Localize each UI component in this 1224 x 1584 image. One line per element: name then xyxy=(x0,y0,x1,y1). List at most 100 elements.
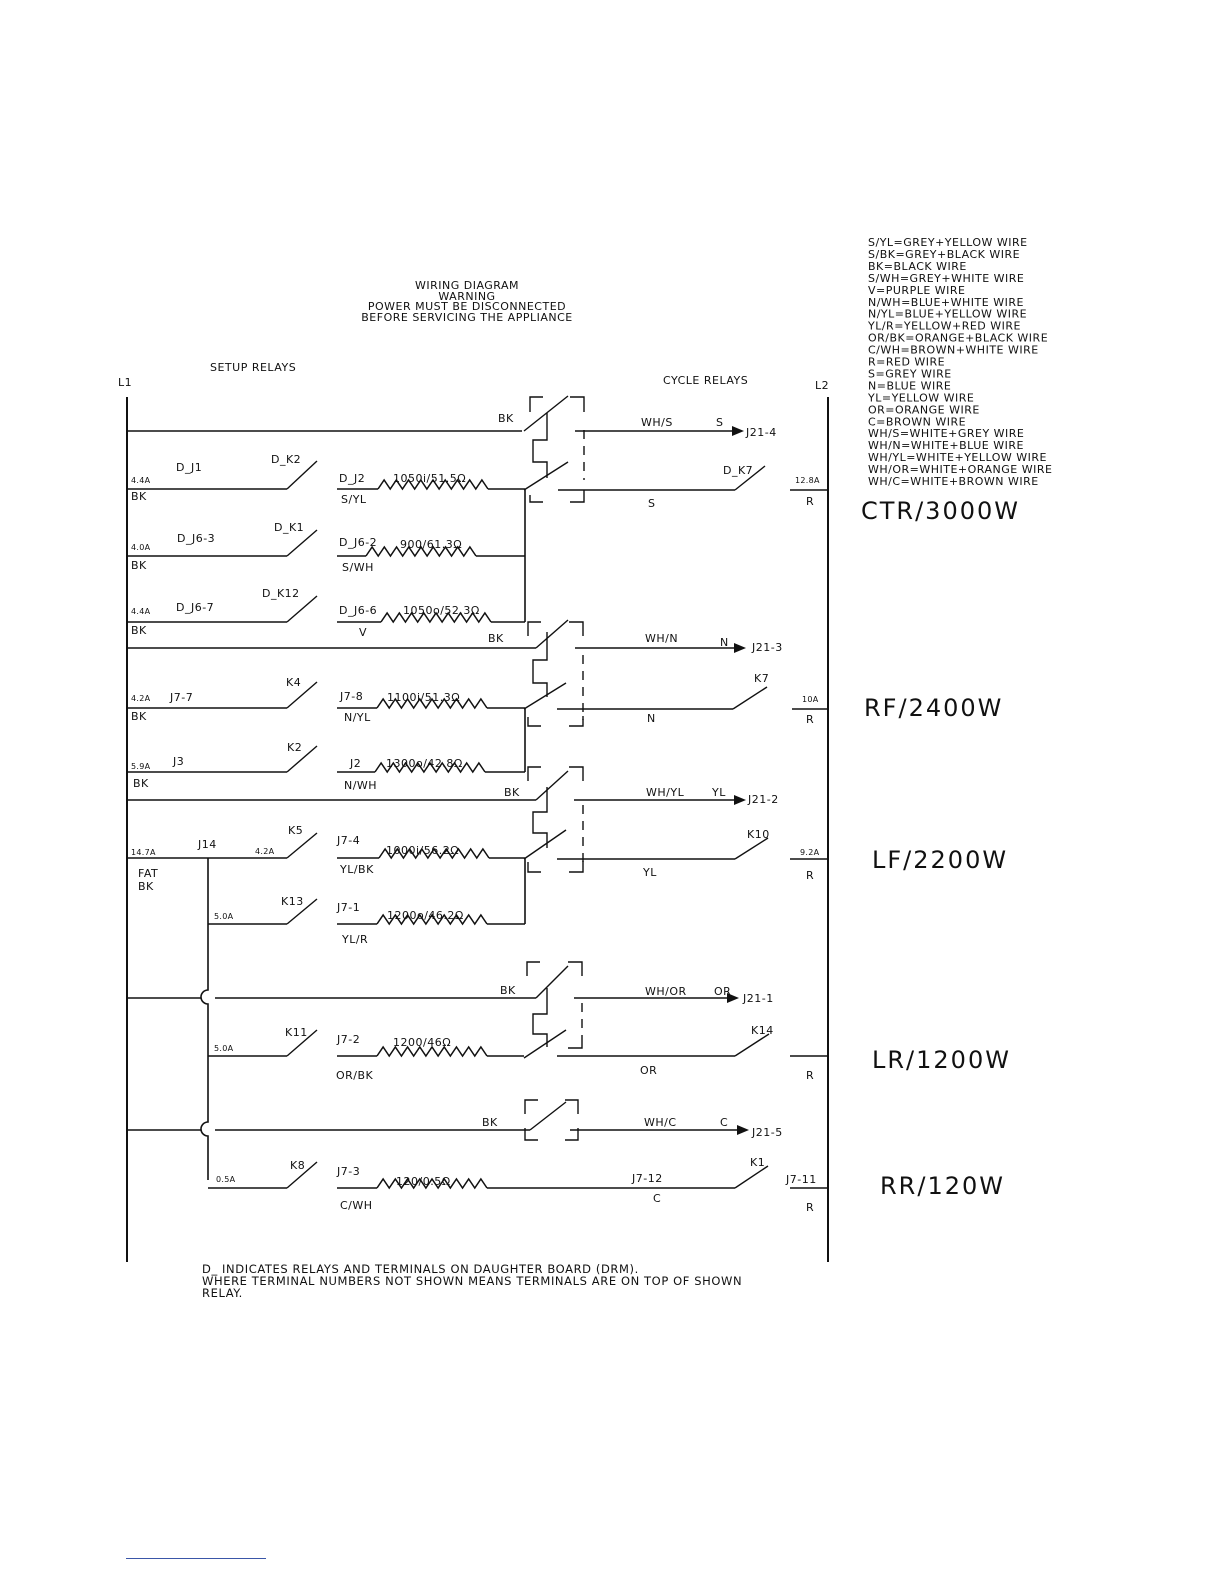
heater-coil xyxy=(365,545,477,558)
relay-label: K13 xyxy=(281,895,304,908)
element-label-lr: LR/1200W xyxy=(872,1046,1011,1074)
relay-label: D_K7 xyxy=(723,464,753,477)
legend-item: WH/YL=WHITE+YELLOW WIRE xyxy=(868,451,1047,464)
wire-label: YL/R xyxy=(341,933,368,946)
legend-item: WH/N=WHITE+BLUE WIRE xyxy=(868,439,1024,452)
heater-rating: 1050i/51.5Ω xyxy=(393,472,466,485)
terminal-label: J21-2 xyxy=(747,793,779,806)
wire-label: BK xyxy=(131,710,147,723)
connector-label: D_J2 xyxy=(339,472,365,485)
title-line-2: WARNING xyxy=(438,290,495,303)
setup-relays-label: SETUP RELAYS xyxy=(210,361,296,374)
legend-item: S/BK=GREY+BLACK WIRE xyxy=(868,248,1020,261)
legend-item: OR/BK=ORANGE+BLACK WIRE xyxy=(868,332,1048,345)
legend-item: N/YL=BLUE+YELLOW WIRE xyxy=(868,308,1027,321)
wire-label: S xyxy=(716,416,723,429)
wire-label: N xyxy=(720,636,729,649)
terminal-label: J21-1 xyxy=(742,992,774,1005)
row-ctr-feed: BK WH/S S J21-4 xyxy=(127,412,777,439)
relay-label: K14 xyxy=(751,1024,774,1037)
element-label-rr: RR/120W xyxy=(880,1172,1005,1200)
wire-label: C xyxy=(720,1116,728,1129)
wire-label: BK xyxy=(131,490,147,503)
note-line-1: D_ INDICATES RELAYS AND TERMINALS ON DAU… xyxy=(202,1262,639,1276)
wire-label: V xyxy=(359,626,367,639)
wire-label: BK xyxy=(504,786,520,799)
heater-coil xyxy=(377,478,489,491)
wire-label: BK xyxy=(131,559,147,572)
legend-item: BK=BLACK WIRE xyxy=(868,260,967,273)
legend-item: N/WH=BLUE+WHITE WIRE xyxy=(868,296,1024,309)
legend-item: YL/R=YELLOW+RED WIRE xyxy=(867,320,1021,333)
wire-label: BK xyxy=(488,632,504,645)
note-line-3: RELAY. xyxy=(202,1286,243,1300)
heater-rating: 1300o/42.8Ω xyxy=(386,757,463,770)
wire-label: N/WH xyxy=(344,779,377,792)
legend-item: OR=ORANGE WIRE xyxy=(868,403,980,416)
row-j7-7: 4.2A BK J7-7 K4 J7-8 1100i/51.3Ω N/YL K7… xyxy=(127,672,828,726)
cycle-relay-lr xyxy=(523,961,735,1059)
diagram-notes: D_ INDICATES RELAYS AND TERMINALS ON DAU… xyxy=(202,1262,742,1300)
relay-label: K7 xyxy=(754,672,769,685)
terminal-label: D_J6-7 xyxy=(176,601,214,614)
wire-label: BK xyxy=(482,1116,498,1129)
legend-item: S/YL=GREY+YELLOW WIRE xyxy=(868,236,1028,249)
j14-distribution-bus xyxy=(200,858,209,1180)
row-j14: 14.7A FAT BK J14 4.2A K5 J7-4 1000i/56.2… xyxy=(127,824,828,893)
row-k8: 0.5A K8 J7-3 120/0.5Ω C/WH J7-12 C K1 J7… xyxy=(208,1156,828,1214)
heater-coil xyxy=(374,761,486,774)
connector-label: J7-4 xyxy=(336,834,360,847)
heater-rating: 1000i/56.2Ω xyxy=(386,844,459,857)
row-d-j6-7: 4.4A BK D_J6-7 D_K12 D_J6-6 1050o/52.3Ω … xyxy=(127,587,526,639)
wire-label: BK xyxy=(133,777,149,790)
terminal-label: J21-4 xyxy=(745,426,777,439)
row-d-j1: 4.4A BK D_J1 D_K2 D_J2 1050i/51.5Ω S/YL … xyxy=(127,453,828,510)
legend-item: N=BLUE WIRE xyxy=(868,379,951,392)
wire-label: S xyxy=(648,497,655,510)
current-label: 4.4A xyxy=(131,476,151,485)
current-label: 9.2A xyxy=(800,848,820,857)
wire-label: S/YL xyxy=(341,493,367,506)
cycle-relay-rr xyxy=(524,1099,579,1141)
heater-coil xyxy=(376,1177,488,1190)
row-d-j6-3: 4.0A BK D_J6-3 D_K1 D_J6-2 900/61.3Ω S/W… xyxy=(127,521,525,574)
connector-label: J7-8 xyxy=(339,690,363,703)
current-label: 5.0A xyxy=(214,1044,234,1053)
wire-label: R xyxy=(806,495,814,508)
current-label: 4.0A xyxy=(131,543,151,552)
wire-label: R xyxy=(806,1069,814,1082)
wire-label: OR xyxy=(640,1064,657,1077)
row-k13: 5.0A K13 J7-1 1200o/46.2Ω YL/R xyxy=(208,895,525,946)
relay-label: K5 xyxy=(288,824,303,837)
wire-label: R xyxy=(806,713,814,726)
relay-label: K8 xyxy=(290,1159,305,1172)
wire-label: N/YL xyxy=(344,711,371,724)
terminal-label: J7-7 xyxy=(169,691,193,704)
row-rf-feed: BK WH/N N J21-3 xyxy=(127,632,782,654)
terminal-label: D_J1 xyxy=(176,461,202,474)
relay-label: K1 xyxy=(750,1156,765,1169)
row-k11: 5.0A K11 J7-2 1200/46Ω OR/BK K14 OR R xyxy=(208,1024,828,1082)
heater-rating: 1050o/52.3Ω xyxy=(403,604,480,617)
wire-label: YL xyxy=(642,866,657,879)
legend-item: WH/S=WHITE+GREY WIRE xyxy=(868,427,1024,440)
cycle-relay-lf xyxy=(523,766,735,873)
wire-label: R xyxy=(806,1201,814,1214)
connector-label: J7-3 xyxy=(336,1165,360,1178)
wire-label: OR xyxy=(714,985,731,998)
wire-label: R xyxy=(806,869,814,882)
connector-label: J7-1 xyxy=(336,901,360,914)
heater-coil xyxy=(376,913,488,926)
row-rr-feed: BK WH/C C J21-5 xyxy=(127,1116,782,1139)
wire-label: WH/S xyxy=(641,416,673,429)
current-label: 4.2A xyxy=(131,694,151,703)
relay-label: D_K1 xyxy=(274,521,304,534)
connector-label: D_J6-6 xyxy=(339,604,377,617)
connector-label: J2 xyxy=(349,757,361,770)
title-block: WIRING DIAGRAM WARNING POWER MUST BE DIS… xyxy=(361,279,572,324)
terminal-label: J14 xyxy=(197,838,217,851)
heater-rating: 1100i/51.3Ω xyxy=(387,691,460,704)
heater-coil xyxy=(376,1045,488,1058)
current-label: 4.2A xyxy=(255,847,275,856)
